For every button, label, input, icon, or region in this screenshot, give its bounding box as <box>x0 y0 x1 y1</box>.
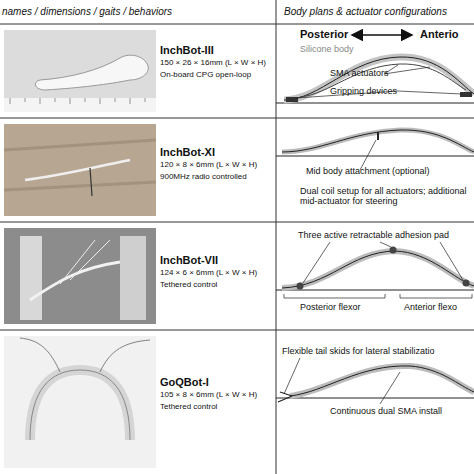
part-label: SMA actuators <box>330 68 389 78</box>
behavior-text: 900MHz radio controlled <box>160 172 247 181</box>
part-label: Anterior flexo <box>404 302 457 312</box>
behavior-text: Tethered control <box>160 402 217 411</box>
robot-photo <box>4 124 156 216</box>
part-label: Dual coil setup for all actuators; addit… <box>300 186 472 207</box>
robot-name: InchBot-VII <box>160 254 218 267</box>
dimension-text: 120 × 8 × 6mm (L × W × H) <box>160 160 257 169</box>
robot-photo <box>4 336 156 468</box>
direction-label: Posterior <box>300 28 348 41</box>
robot-name: InchBot-XI <box>160 146 215 159</box>
body-plan <box>276 130 474 170</box>
robot-name: GoQBot-I <box>160 376 209 389</box>
dimension-text: 105 × 8 × 6mm (L × W × H) <box>160 390 257 399</box>
direction-label: Anterio <box>420 28 459 41</box>
body-plan <box>276 242 474 298</box>
part-label: Mid body attachment (optional) <box>306 166 430 176</box>
part-label: Gripping devices <box>330 86 397 96</box>
body-plan <box>276 35 474 103</box>
part-label: Continuous dual SMA install <box>330 406 442 416</box>
column-header: Body plans & actuator configurations <box>284 6 447 18</box>
body-plan <box>276 358 474 404</box>
dimension-text: 150 × 26 × 16mm (L × W × H) <box>160 58 266 67</box>
part-label: Silicone body <box>300 44 354 54</box>
robot-photo <box>4 228 156 324</box>
behavior-text: On-board CPG open-loop <box>160 70 251 79</box>
part-label: Posterior flexor <box>300 302 361 312</box>
part-label: Three active retractable adhesion pad <box>298 230 449 240</box>
behavior-text: Tethered control <box>160 280 217 289</box>
robot-name: InchBot-III <box>160 44 214 57</box>
part-label: Flexible tail skids for lateral stabiliz… <box>282 346 435 356</box>
robot-photo <box>4 30 156 112</box>
column-header: names / dimensions / gaits / behaviors <box>2 6 172 18</box>
dimension-text: 124 × 6 × 6mm (L × W × H) <box>160 268 257 277</box>
